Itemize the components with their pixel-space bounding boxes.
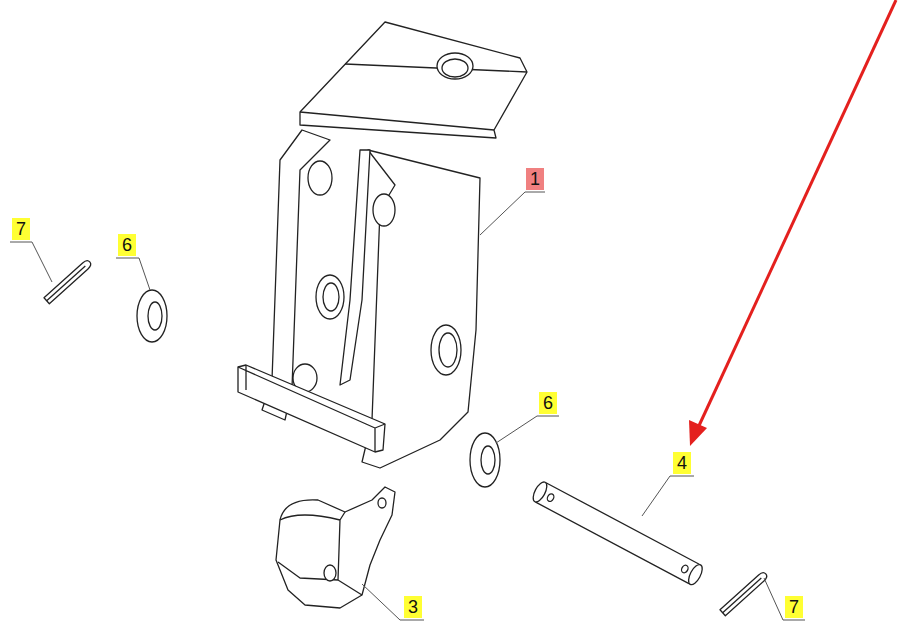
- frame-boss: [373, 194, 395, 226]
- callout-number: 6: [539, 392, 557, 414]
- frame-hole: [439, 333, 457, 367]
- pointer-arrow: [689, 0, 896, 446]
- washer-hole: [148, 302, 162, 330]
- callout-number: 6: [118, 234, 136, 256]
- hook-edge: [278, 512, 362, 595]
- hook-part: [276, 487, 395, 608]
- leader-line: [116, 258, 150, 290]
- callout-number: 7: [785, 596, 803, 618]
- leader-line: [642, 476, 694, 516]
- leader-line: [480, 192, 545, 235]
- cotter-pin: [720, 571, 768, 616]
- frame-boss: [308, 161, 332, 195]
- hook-hole: [324, 565, 336, 581]
- frame-bar-edge: [238, 365, 385, 452]
- washer: [137, 290, 167, 342]
- frame-top-hole-inner: [442, 59, 468, 77]
- frame-top-hole: [437, 53, 473, 79]
- frame-right-plate: [362, 150, 480, 468]
- frame-inner-plate: [340, 150, 370, 385]
- leader-line: [10, 242, 52, 282]
- frame-bottom-bar: [238, 365, 385, 452]
- frame-boss: [431, 325, 461, 375]
- frame-top-fold: [300, 64, 527, 130]
- hook-hole: [378, 498, 386, 508]
- washer-hole: [481, 446, 495, 474]
- pin: [530, 480, 705, 587]
- callout-number: 1: [526, 168, 544, 190]
- frame-top-plate: [300, 22, 527, 138]
- leader-line: [362, 584, 424, 620]
- callout-number: 3: [404, 596, 422, 618]
- frame-boss: [316, 275, 344, 319]
- callout-number: 7: [12, 218, 30, 240]
- leader-line: [764, 578, 805, 620]
- callout-number: 4: [673, 452, 691, 474]
- leader-line: [496, 416, 559, 443]
- frame-hole: [323, 283, 339, 311]
- washer: [470, 433, 500, 487]
